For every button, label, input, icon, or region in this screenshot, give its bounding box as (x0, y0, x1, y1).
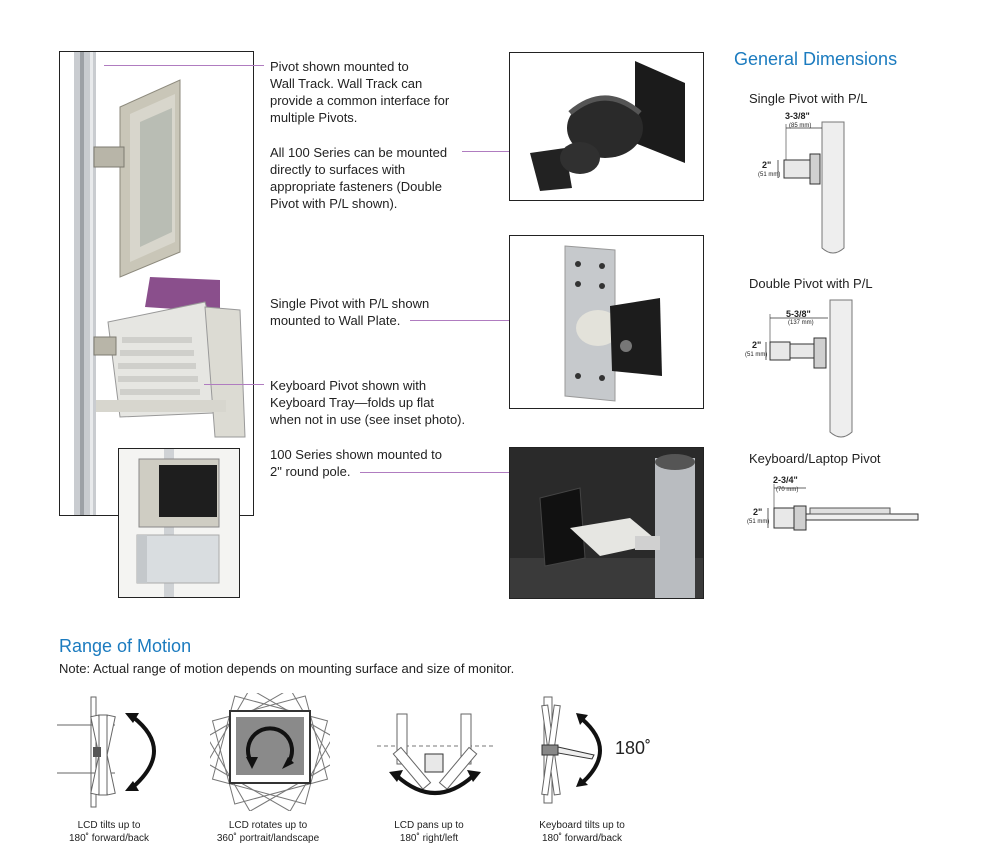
keyboard-width-mm: (70 mm) (776, 487, 799, 493)
keyboard-tilt-drawing (541, 696, 602, 804)
tilt-motion-drawing (57, 696, 156, 808)
callout-line: Keyboard Pivot shown with (270, 378, 427, 393)
inset-photo-frame (118, 448, 240, 598)
lcd-rotate-diagram (206, 688, 334, 812)
lcd-pan-diagram (375, 706, 495, 806)
callout-line: when not in use (see inset photo). (270, 412, 466, 427)
lcd-tilt-diagram (55, 695, 175, 810)
callout-line: multiple Pivots. (270, 110, 358, 125)
range-of-motion-title: Range of Motion (59, 636, 192, 656)
double-pivot-photo-frame (509, 52, 704, 201)
double-height-dim: 2" (752, 340, 762, 350)
caption-line: LCD rotates up to (228, 820, 308, 831)
caption-line: Keyboard tilts up to (539, 820, 625, 831)
single-height-mm: (51 mm) (758, 172, 781, 178)
callout-line: 2" round pole. (270, 464, 351, 479)
double-pivot-photo (510, 53, 703, 200)
keyboard-height-dim: 2" (753, 507, 763, 517)
caption-line: 180˚ forward/back (68, 833, 150, 844)
keyboard-width-dim: 2-3/4" (773, 475, 798, 485)
caption-line: 180˚ forward/back (541, 833, 623, 844)
single-height-dim: 2" (762, 160, 772, 170)
main-photo-frame (59, 51, 254, 516)
double-width-dim: 5-3/8" (786, 309, 811, 319)
callout-line: Keyboard Tray—folds up flat (270, 395, 435, 410)
single-pivot-label: Single Pivot with P/L (749, 91, 868, 106)
pole-mount-photo-frame (509, 447, 704, 599)
double-width-mm: (137 mm) (788, 320, 814, 326)
single-width-dim: 3-3/8" (785, 111, 810, 121)
callout-line: directly to surfaces with (270, 162, 406, 177)
range-of-motion-note: Note: Actual range of motion depends on … (59, 661, 515, 676)
wall-track-monitor-photo (74, 52, 246, 515)
caption-line: LCD pans up to (394, 820, 464, 831)
double-pivot-label: Double Pivot with P/L (749, 276, 873, 291)
callout-keyboard-pivot: Keyboard Pivot shown with Keyboard Tray—… (270, 377, 500, 428)
callout-line: Single Pivot with P/L shown (270, 296, 430, 311)
keyboard-pivot-diagram (744, 468, 924, 540)
caption-lcd-rotate: LCD rotates up to 360˚ portrait/landscap… (198, 819, 338, 845)
pan-motion-drawing (377, 713, 493, 795)
caption-lcd-pan: LCD pans up to 180˚ right/left (359, 819, 499, 845)
leader-line-pole (360, 472, 515, 473)
leader-line-wall-plate (410, 320, 580, 321)
rotate-motion-drawing (206, 688, 334, 812)
callout-mount-surfaces: All 100 Series can be mounted directly t… (270, 144, 490, 212)
caption-lcd-tilt: LCD tilts up to 180˚ forward/back (39, 819, 179, 845)
caption-keyboard-tilt: Keyboard tilts up to 180˚ forward/back (512, 819, 652, 845)
keyboard-tilt-diagram (530, 695, 650, 807)
keyboard-pivot-drawing (767, 484, 919, 531)
caption-line: 180˚ right/left (399, 833, 459, 844)
keyboard-tilt-angle: 180˚ (615, 738, 652, 758)
callout-line: provide a common interface for (270, 93, 450, 108)
callout-line: Pivot with P/L shown). (270, 196, 398, 211)
pole-mount-photo (510, 448, 703, 598)
callout-wall-plate: Single Pivot with P/L shown mounted to W… (270, 295, 490, 329)
double-pivot-drawing (765, 299, 853, 438)
callout-line: 100 Series shown mounted to (270, 447, 442, 462)
double-pivot-diagram (744, 294, 864, 442)
leader-line-wall-track (104, 65, 264, 66)
callout-line: Pivot shown mounted to (270, 59, 409, 74)
callout-wall-track: Pivot shown mounted to Wall Track. Wall … (270, 58, 490, 126)
single-width-mm: (85 mm) (789, 123, 812, 129)
callout-round-pole: 100 Series shown mounted to 2" round pol… (270, 446, 490, 480)
single-pivot-diagram (744, 108, 864, 258)
leader-line-mount-surfaces (462, 151, 537, 152)
callout-line: appropriate fasteners (Double (270, 179, 442, 194)
callout-line: mounted to Wall Plate. (270, 313, 401, 328)
callout-line: All 100 Series can be mounted (270, 145, 448, 160)
double-height-mm: (51 mm) (745, 352, 768, 358)
caption-line: LCD tilts up to (77, 820, 141, 831)
single-pivot-wall-plate-photo (510, 236, 703, 408)
general-dimensions-title: General Dimensions (734, 49, 898, 69)
keyboard-pivot-label: Keyboard/Laptop Pivot (749, 451, 881, 466)
keyboard-height-mm: (51 mm) (747, 519, 770, 525)
folded-keyboard-inset-photo (119, 449, 239, 597)
caption-line: 360˚ portrait/landscape (216, 833, 320, 844)
wall-plate-photo-frame (509, 235, 704, 409)
callout-line: Wall Track. Wall Track can (270, 76, 423, 91)
single-pivot-drawing (777, 121, 845, 254)
leader-line-keyboard (204, 384, 264, 385)
